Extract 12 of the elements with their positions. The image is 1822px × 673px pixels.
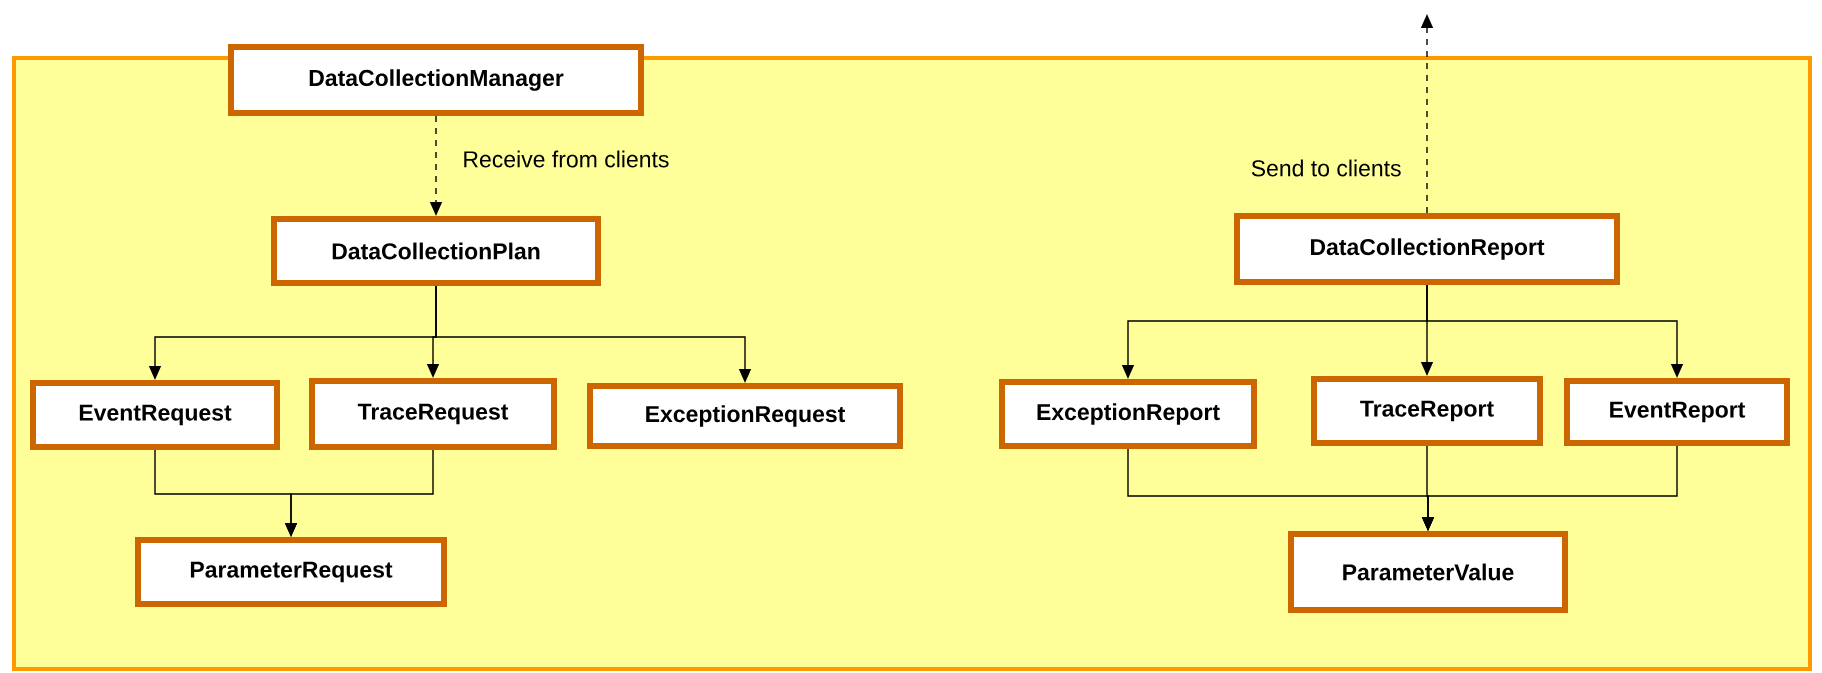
class-box: TraceRequest: [309, 378, 557, 450]
class-box: DataCollectionReport: [1234, 213, 1620, 285]
class-box: DataCollectionPlan: [271, 216, 601, 286]
class-box: TraceReport: [1311, 376, 1543, 446]
class-box: DataCollectionManager: [228, 44, 644, 116]
class-box: ExceptionRequest: [587, 383, 903, 449]
edge-label: Receive from clients: [460, 148, 672, 170]
class-box: ParameterValue: [1288, 531, 1568, 613]
class-box: EventRequest: [30, 380, 280, 450]
class-box: EventReport: [1564, 378, 1790, 446]
class-box: ParameterRequest: [135, 537, 447, 607]
class-box: ExceptionReport: [999, 379, 1257, 449]
